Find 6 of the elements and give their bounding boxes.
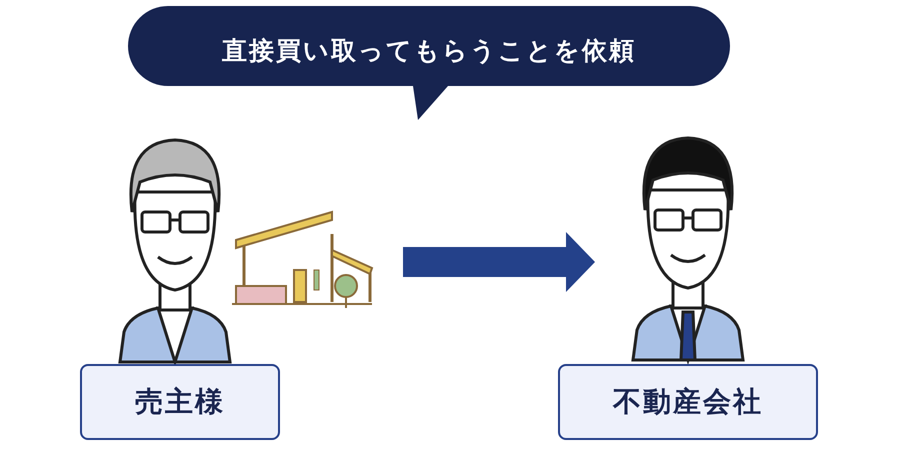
arrow: [403, 232, 595, 292]
speech-text: 直接買い取ってもらうことを依頼: [221, 35, 637, 67]
name-text: 売主様: [135, 384, 225, 420]
name-plate: [80, 364, 280, 440]
name-text: 不動産会社: [613, 384, 763, 420]
name-plate: [558, 364, 818, 440]
